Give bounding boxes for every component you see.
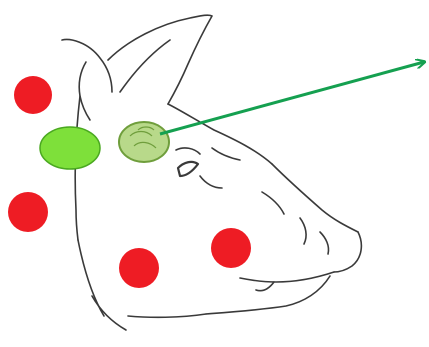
red-marker	[119, 248, 159, 288]
pig-wrinkle-1	[212, 148, 240, 160]
red-marker	[8, 192, 48, 232]
pig-nostril	[320, 232, 329, 254]
red-marker	[14, 76, 52, 114]
green-marker	[40, 127, 100, 169]
pig-head-icon	[62, 15, 361, 330]
pig-neck-left	[78, 240, 104, 316]
highlighted-marker	[119, 122, 169, 162]
pig-eye-wrinkle	[200, 176, 222, 188]
pig-left-ear-inner	[79, 62, 90, 120]
pig-cheek	[128, 314, 206, 317]
pig-snout-top	[272, 164, 358, 232]
pig-snout-end	[334, 232, 361, 272]
pig-mouth-curl	[256, 282, 274, 291]
pig-left-ear	[62, 40, 112, 92]
pig-wrinkle-2	[262, 192, 284, 214]
pig-eye	[178, 162, 198, 176]
red-markers	[8, 76, 251, 288]
pig-mouth	[240, 272, 334, 282]
red-marker	[211, 228, 251, 268]
pig-forehead	[168, 104, 272, 164]
arrow-icon	[160, 62, 424, 134]
pig-right-ear	[108, 15, 212, 104]
pig-eyebrow	[176, 148, 200, 154]
pig-right-ear-inner	[120, 40, 170, 92]
pig-snout-wrinkle	[300, 218, 306, 244]
